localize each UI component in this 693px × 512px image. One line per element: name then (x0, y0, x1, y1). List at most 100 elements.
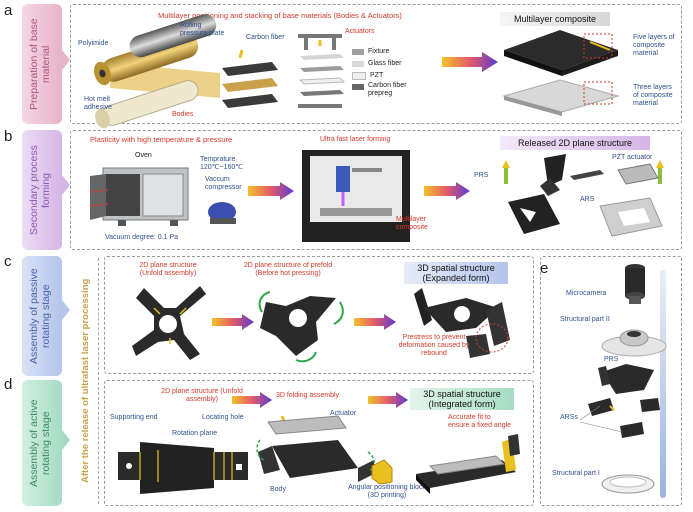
label-angular-block: Angular positioning block (3D printing) (348, 484, 426, 499)
legend-swatch (352, 84, 364, 90)
label-bodies: Bodies (172, 111, 194, 118)
legend-swatch (352, 61, 364, 67)
carbon-sheets (222, 49, 278, 108)
legend-item: Carbon fiber prepreg (368, 82, 407, 97)
legend-item: Fixture (368, 48, 390, 55)
heading-laser: Ultra fast laser forming (320, 136, 391, 143)
side-band-d (22, 380, 62, 506)
title-d-3: 3D spatial structure (Integrated form) (410, 388, 514, 410)
panel-letter-e: e (540, 260, 549, 277)
label-locating-hole: Locating hole (202, 414, 244, 421)
label-actuator: Actuator (330, 410, 357, 417)
label-ars: ARS (580, 196, 595, 203)
middle-vertical-divider (98, 258, 99, 504)
connector-arrows (62, 50, 70, 450)
title-c-2: 2D plane structure of prefold (Before ho… (243, 262, 333, 277)
panel-letter-b: b (4, 128, 13, 145)
side-band-b (22, 130, 62, 250)
panel-d (104, 380, 534, 506)
title-c-1: 2D plane structure (Unfold assembly) (139, 262, 197, 277)
oven-illustration (89, 167, 189, 226)
title-d-1: 2D plane structure (Unfold assembly) (161, 388, 243, 403)
side-band-a (22, 4, 62, 124)
label-temperature: Temprature 120℃~160℃ (200, 156, 243, 172)
side-label-b: Secondary process forming (28, 145, 52, 235)
ars-3d-integrated (416, 434, 520, 494)
label-accurate-fit: Accurate fit to ensure a fixed angle (448, 414, 512, 429)
side-band-c (22, 256, 62, 376)
label-structural-part-i: Structural part I (552, 470, 600, 477)
structural-part-ii (601, 329, 667, 357)
assembly-axis (660, 270, 666, 498)
prs-e (598, 364, 654, 394)
panel-letter-c: c (4, 253, 12, 270)
laser-machine (302, 150, 410, 242)
label-prs-e: PRS (604, 356, 619, 363)
middle-vertical-label: After the release of ultrafast laser pro… (80, 278, 91, 484)
panel-b (70, 130, 682, 250)
process-arrow-c2 (354, 314, 396, 330)
label-vacuum-compressor: Vaccum compressor (205, 176, 242, 191)
label-hot-melt: Hot melt adhesive (84, 96, 113, 111)
composite-five-layer (504, 30, 618, 76)
label-oven: Oven (135, 152, 152, 159)
legend-swatch (352, 49, 364, 55)
process-arrow-c1 (212, 314, 254, 330)
panel-c (104, 256, 534, 374)
prs-2d-prefold (258, 291, 344, 363)
title-c-3: 3D spatial structure (Expanded form) (404, 262, 508, 284)
temperature-label: Temprature (200, 156, 236, 163)
label-microcamera: Microcamera (566, 290, 607, 297)
label-three-layers: Three layers of composite material (633, 84, 673, 107)
process-arrow-b1 (248, 182, 294, 200)
heading-b: Plasticity with high temperature & press… (90, 135, 233, 144)
label-multilayer-composite: Multilayer composite (396, 216, 428, 231)
angular-block (371, 459, 393, 485)
label-body: Body (270, 486, 286, 493)
label-actuators: Actuators (345, 28, 375, 35)
ars-3d-folding (256, 415, 375, 482)
vacuum-pump (208, 202, 236, 224)
process-arrow-b2 (424, 182, 470, 200)
label-supporting-end: Supporting end (110, 414, 158, 421)
label-prs: PRS (474, 172, 489, 179)
ars-2d-unfold (118, 442, 248, 494)
side-label-a: Preparation of base material (28, 18, 52, 110)
panel-letter-d: d (4, 376, 13, 393)
arss-e (579, 398, 660, 438)
label-rotation-plane: Rotation plane (172, 430, 218, 437)
microcamera (625, 264, 645, 304)
side-label-c: Assembly of passive rotating stage (28, 268, 52, 364)
title-released-2d: Released 2D plane structure (500, 136, 650, 150)
heading-a: Multilayer positioning and stacking of b… (158, 11, 402, 20)
label-structural-part-ii: Structural part II (560, 316, 610, 323)
side-label-d: Assembly of active rotating stage (28, 399, 52, 487)
actuator-stack (298, 34, 346, 108)
temperature-value: 120℃~160℃ (200, 164, 244, 171)
label-carbon-fiber: Carbon fiber (246, 34, 285, 41)
label-prestress: Prestress to prevent deformation caused … (398, 334, 470, 357)
composite-three-layer (502, 79, 620, 116)
prs-3d-expanded (414, 288, 510, 358)
legend-item: Glass fiber (368, 60, 402, 67)
released-structures (502, 154, 664, 237)
label-five-layers: Five layers of composite material (633, 34, 675, 57)
panel-e (540, 256, 682, 506)
title-multilayer-composite: Multilayer composite (500, 12, 610, 26)
panel-letter-a: a (4, 2, 13, 19)
label-rolling-plate: Rolling pressure plate (180, 22, 225, 37)
structural-part-i (601, 474, 655, 494)
label-polyimide: Polyimide (78, 40, 109, 47)
process-arrow-d1 (232, 392, 272, 408)
panel-a (70, 4, 682, 124)
actuator-legend: Fixture Glass fiber PZT Carbon fiber pre… (352, 46, 408, 100)
roller-illustration (93, 14, 220, 129)
label-vacuum-degree: Vacuum degree: 0.1 Pa (105, 234, 179, 241)
process-arrow-a (442, 52, 498, 72)
label-pzt-actuator: PZT actuator (612, 154, 653, 161)
legend-swatch (352, 72, 366, 80)
prs-2d-unfold (132, 286, 206, 360)
title-d-2: 3D folding assembly (276, 392, 340, 399)
legend-item: PZT (370, 72, 384, 79)
process-arrow-d2 (368, 392, 408, 408)
